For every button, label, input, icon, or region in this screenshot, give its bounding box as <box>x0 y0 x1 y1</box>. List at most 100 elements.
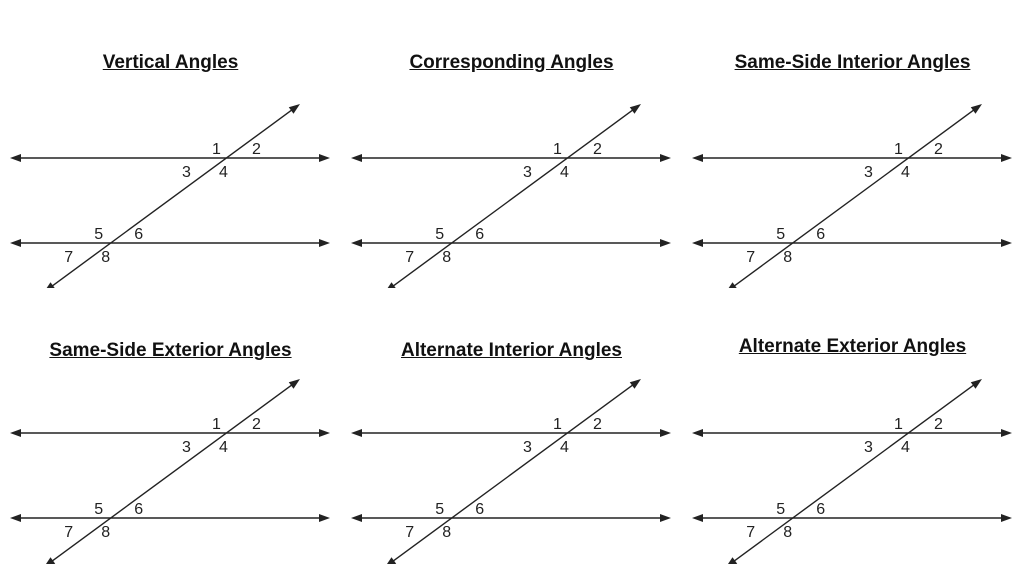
bottom-line-right-arrow-icon <box>660 514 671 522</box>
angle-label-7: 7 <box>64 249 73 266</box>
top-line-left-arrow-icon <box>10 429 21 437</box>
angle-label-5: 5 <box>776 226 785 243</box>
top-line-right-arrow-icon <box>1001 154 1012 162</box>
transversal-up-arrow-icon <box>288 104 300 114</box>
angle-label-3: 3 <box>523 164 532 181</box>
angle-label-7: 7 <box>64 524 73 541</box>
transversal-down-arrow-icon <box>728 282 737 288</box>
panel-title: Same-Side Exterior Angles <box>49 340 292 361</box>
angle-label-2: 2 <box>252 141 261 158</box>
transversal-down-arrow-icon <box>46 282 55 288</box>
angle-label-5: 5 <box>435 501 444 518</box>
bottom-line-right-arrow-icon <box>1001 239 1012 247</box>
transversal-line <box>50 108 294 288</box>
angle-label-3: 3 <box>864 439 873 456</box>
angle-label-4: 4 <box>901 164 910 181</box>
bottom-line-left-arrow-icon <box>692 239 703 247</box>
panel-title: Corresponding Angles <box>409 52 614 73</box>
angle-label-4: 4 <box>560 439 569 456</box>
angle-label-1: 1 <box>894 416 903 433</box>
transversal-down-arrow-icon <box>387 557 397 564</box>
angle-label-6: 6 <box>475 501 484 518</box>
angle-label-5: 5 <box>94 226 103 243</box>
lines: 1 2 3 4 5 6 7 8 <box>351 379 671 564</box>
top-line-right-arrow-icon <box>660 429 671 437</box>
angle-label-8: 8 <box>783 249 792 266</box>
transversal-line <box>391 383 635 563</box>
transversal-up-arrow-icon <box>288 379 300 389</box>
top-line-left-arrow-icon <box>10 154 21 162</box>
top-line-right-arrow-icon <box>1001 429 1012 437</box>
transversal-line <box>732 383 976 563</box>
transversal-up-arrow-icon <box>970 104 982 114</box>
angle-label-1: 1 <box>553 416 562 433</box>
angle-label-4: 4 <box>901 439 910 456</box>
angle-label-1: 1 <box>212 141 221 158</box>
angle-label-6: 6 <box>134 501 143 518</box>
angle-label-8: 8 <box>442 524 451 541</box>
angle-label-7: 7 <box>405 524 414 541</box>
transversal-up-arrow-icon <box>629 104 641 114</box>
panel-title: Alternate Interior Angles <box>400 340 622 361</box>
angle-label-1: 1 <box>894 141 903 158</box>
angle-label-5: 5 <box>776 501 785 518</box>
bottom-line-right-arrow-icon <box>660 239 671 247</box>
angle-label-5: 5 <box>435 226 444 243</box>
transversal-line <box>50 383 294 563</box>
angle-label-7: 7 <box>746 249 755 266</box>
parallel-lines-diagram: 1 2 3 4 5 6 7 8 <box>351 379 671 564</box>
bottom-line-left-arrow-icon <box>10 514 21 522</box>
transversal-down-arrow-icon <box>728 557 738 564</box>
angle-label-1: 1 <box>553 141 562 158</box>
angle-label-4: 4 <box>560 164 569 181</box>
top-line-left-arrow-icon <box>692 429 703 437</box>
angle-label-7: 7 <box>746 524 755 541</box>
angle-label-4: 4 <box>219 439 228 456</box>
top-line-left-arrow-icon <box>351 154 362 162</box>
angle-label-6: 6 <box>816 501 825 518</box>
angle-label-8: 8 <box>783 524 792 541</box>
angle-label-3: 3 <box>182 164 191 181</box>
angle-label-8: 8 <box>101 524 110 541</box>
transversal-up-arrow-icon <box>970 379 982 389</box>
angle-label-7: 7 <box>405 249 414 266</box>
angle-label-5: 5 <box>94 501 103 518</box>
top-line-left-arrow-icon <box>692 154 703 162</box>
transversal-line <box>732 108 976 288</box>
bottom-line-left-arrow-icon <box>692 514 703 522</box>
angle-label-6: 6 <box>816 226 825 243</box>
angle-label-6: 6 <box>134 226 143 243</box>
top-line-right-arrow-icon <box>660 154 671 162</box>
angle-label-8: 8 <box>442 249 451 266</box>
bottom-line-left-arrow-icon <box>10 239 21 247</box>
bottom-line-right-arrow-icon <box>319 239 330 247</box>
panel-title: Vertical Angles <box>102 52 239 73</box>
angle-label-3: 3 <box>182 439 191 456</box>
angle-label-2: 2 <box>593 416 602 433</box>
top-line-left-arrow-icon <box>351 429 362 437</box>
bottom-line-left-arrow-icon <box>351 239 362 247</box>
panel-title: Same-Side Interior Angles <box>734 52 971 73</box>
angle-label-8: 8 <box>101 249 110 266</box>
bottom-line-left-arrow-icon <box>351 514 362 522</box>
transversal-up-arrow-icon <box>629 379 641 389</box>
top-line-right-arrow-icon <box>319 154 330 162</box>
angle-label-3: 3 <box>523 439 532 456</box>
angle-label-1: 1 <box>212 416 221 433</box>
bottom-line-right-arrow-icon <box>319 514 330 522</box>
transversal-line <box>391 108 635 288</box>
